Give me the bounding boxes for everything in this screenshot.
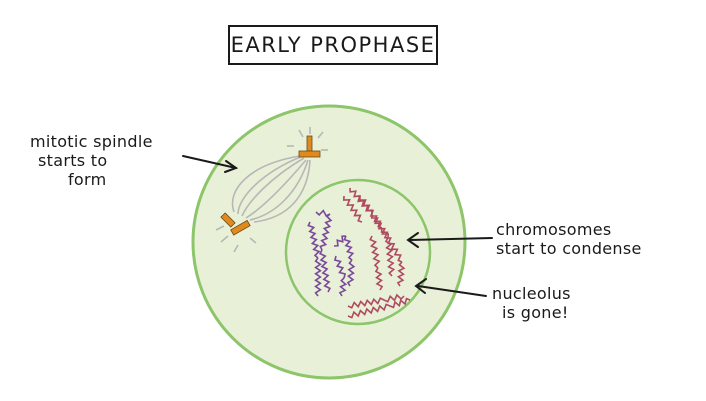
aster-ray: [298, 129, 304, 138]
label-line: form: [68, 170, 107, 189]
chromosomes-purple: [307, 209, 356, 297]
arrow-spindle-head: [224, 160, 239, 173]
chromosome-strand: [315, 209, 333, 293]
arrow-chromosomes: [409, 237, 493, 241]
arrow-chromosomes-head: [406, 232, 419, 248]
label-line: mitotic spindle: [30, 132, 153, 151]
spindle-fiber: [241, 157, 305, 217]
aster-ray: [215, 225, 225, 231]
chromosome-strand: [333, 235, 356, 287]
spindle-fiber: [253, 159, 311, 223]
spindle-fiber: [237, 155, 304, 215]
arrow-spindle: [182, 155, 237, 169]
spindle-fiber: [245, 159, 307, 219]
chromosomes-red: [342, 187, 411, 319]
label-chromosomes: chromosomes start to condense: [496, 220, 642, 258]
spindle-fiber: [249, 159, 309, 221]
mitotic-spindle: [215, 127, 328, 253]
chromosome-strand: [307, 221, 322, 297]
label-nucleolus: nucleolus is gone!: [492, 284, 571, 322]
label-line: starts to: [38, 151, 108, 170]
title-box: EARLY PROPHASE: [228, 25, 438, 65]
aster-ray: [317, 131, 324, 139]
spindle-fiber: [231, 155, 301, 213]
aster-ray: [233, 244, 239, 253]
chromosome-strand: [347, 293, 405, 309]
chromosome-strand: [369, 235, 384, 291]
label-mitotic-spindle: mitotic spindle starts to form: [30, 132, 153, 189]
label-line: is gone!: [502, 303, 569, 322]
chromosome-strand: [359, 195, 406, 287]
label-line: chromosomes: [496, 220, 612, 239]
arrow-nucleolus: [417, 285, 487, 297]
aster-ray: [249, 237, 257, 244]
arrow-nucleolus-head: [414, 278, 427, 294]
centrosome-top: [298, 135, 321, 158]
annotation-arrows: [182, 155, 493, 297]
centrosome-bottom: [220, 212, 251, 236]
aster-ray: [220, 235, 229, 243]
chromosome-strand: [347, 297, 411, 319]
nuclear-envelope: [284, 178, 432, 326]
chromosome-strand: [333, 255, 348, 297]
chromosome-strand: [342, 195, 363, 223]
diagram-title: EARLY PROPHASE: [230, 33, 436, 57]
label-line: nucleolus: [492, 284, 571, 303]
label-line: start to condense: [496, 239, 642, 258]
